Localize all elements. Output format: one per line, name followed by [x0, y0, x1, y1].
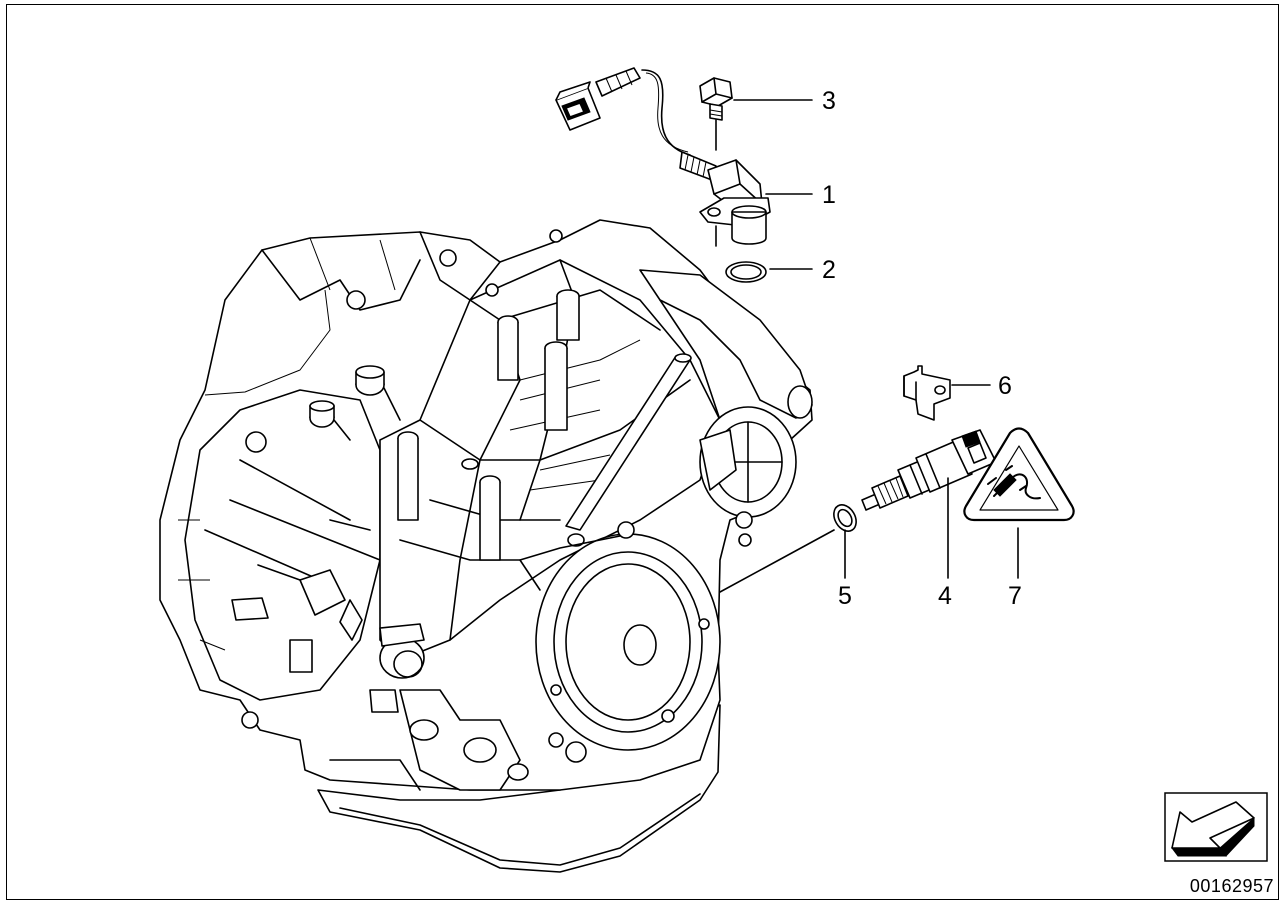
part-5-sealing-ring: [833, 504, 857, 532]
diagram-frame: [6, 4, 1279, 900]
transmission-assembly: [159, 219, 813, 873]
callout-1: 1: [822, 181, 836, 209]
callout-7: 7: [1008, 582, 1022, 610]
leader-lines: [715, 99, 1019, 593]
electrical-warning-triangle-icon: [963, 427, 1075, 522]
callout-5: 5: [838, 582, 852, 610]
part-3-bolt: [699, 77, 733, 121]
callout-4: 4: [938, 582, 952, 610]
part-4-switch: [861, 429, 997, 511]
document-number: 00162957: [1189, 876, 1274, 896]
callout-6: 6: [998, 372, 1012, 400]
arrow-down-left-icon[interactable]: [1164, 792, 1268, 862]
part-2-o-ring: [725, 261, 767, 283]
part-6-bracket: [903, 365, 951, 421]
callout-3: 3: [822, 87, 836, 115]
part-1-position-sensor: [555, 67, 771, 245]
callout-2: 2: [822, 256, 836, 284]
